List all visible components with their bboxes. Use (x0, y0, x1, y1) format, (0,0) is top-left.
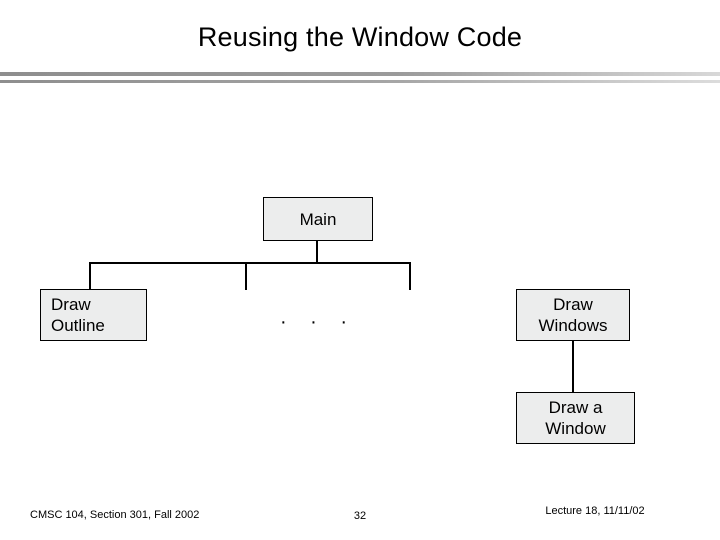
footer-course-info: CMSC 104, Section 301, Fall 2002 (30, 509, 200, 521)
connector-main-down (316, 241, 318, 263)
connector-draw-windows-down (572, 341, 574, 392)
connector-left-branch (89, 262, 91, 290)
node-draw-windows-line2: Windows (538, 316, 608, 335)
footer-lecture-info: Lecture 18, 11/11/02 (545, 505, 645, 517)
node-draw-windows-label: Draw Windows (539, 294, 608, 336)
divider-line-bottom (0, 80, 720, 83)
connector-right-branch (409, 262, 411, 290)
page-title: Reusing the Window Code (197, 22, 523, 52)
node-draw-a-window: Draw a Window (516, 392, 635, 444)
footer-page-number: 32 (353, 510, 367, 522)
node-draw-a-window-label: Draw a Window (545, 397, 605, 439)
node-main-label: Main (299, 209, 337, 229)
node-draw-a-window-line1: Draw a (548, 398, 603, 417)
node-main: Main (263, 197, 373, 241)
node-draw-outline-line2: Outline (51, 316, 105, 335)
connector-main-horizontal (89, 262, 411, 264)
node-draw-outline-label: Draw Outline (51, 294, 105, 336)
connector-middle-branch (245, 262, 247, 290)
node-draw-a-window-line2: Window (545, 419, 606, 438)
ellipsis-more-functions: · · · (279, 311, 357, 333)
node-draw-windows: Draw Windows (516, 289, 630, 341)
node-draw-outline-line1: Draw (51, 295, 91, 314)
title-divider (0, 72, 720, 86)
divider-line-top (0, 72, 720, 76)
node-draw-outline: Draw Outline (40, 289, 147, 341)
node-draw-windows-line1: Draw (553, 295, 593, 314)
